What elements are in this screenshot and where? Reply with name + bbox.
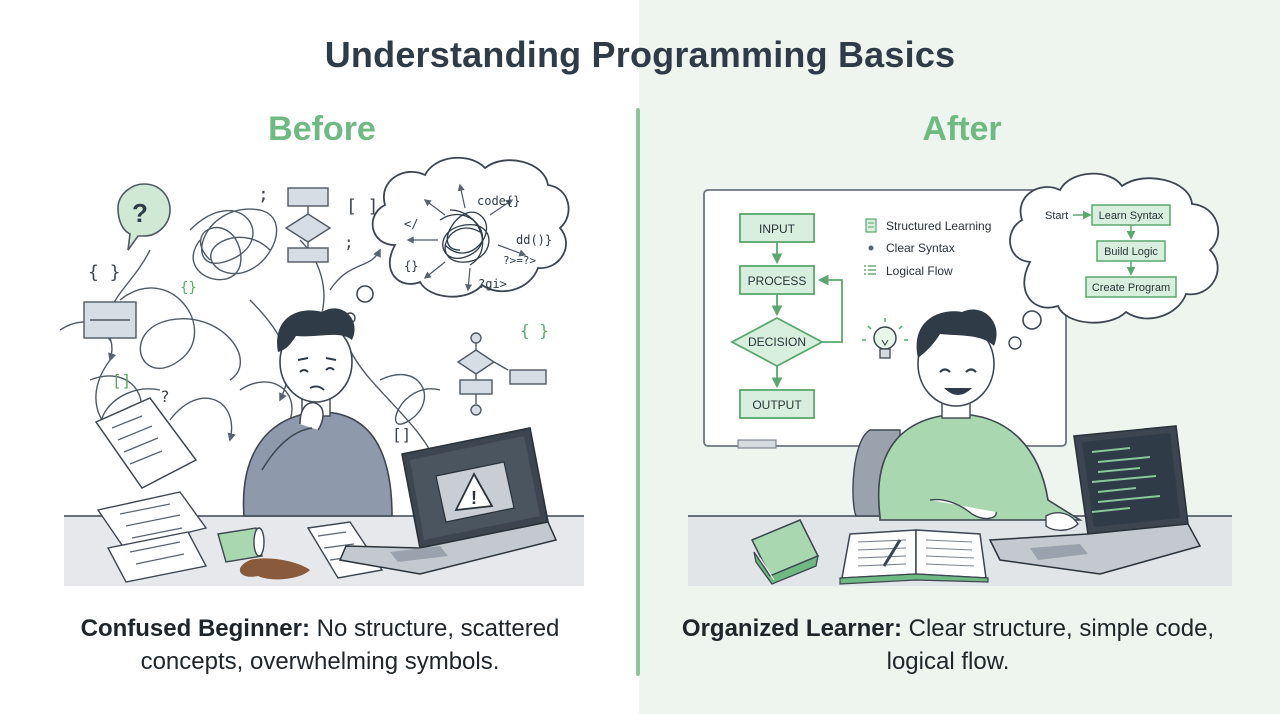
scatter-token: ? (160, 387, 170, 406)
thought-token: {} (404, 259, 418, 273)
scatter-token: [ ] (346, 196, 379, 217)
flowchart-fragment-top (284, 187, 332, 263)
scatter-token: [] (392, 425, 411, 444)
thought-token: ?>=?> (503, 254, 536, 267)
pencil-icon (882, 539, 902, 567)
after-illustration: INPUT PROCESS DECISION OUTPUT Structured… (688, 172, 1232, 586)
flow-input-label: INPUT (759, 222, 796, 236)
scattered-symbols: { } [ ] ; {} [] ? ; { } [] (88, 184, 549, 444)
legend-structured-learning: Structured Learning (886, 219, 991, 233)
thought-token: code{} (477, 194, 520, 208)
scatter-token: ; (258, 184, 269, 205)
scatter-token: { } (520, 321, 549, 340)
happy-person (877, 309, 1083, 531)
legend-clear-syntax: Clear Syntax (886, 241, 955, 255)
thought-step-create-program: Create Program (1092, 282, 1170, 294)
scatter-token: ; (344, 233, 354, 252)
thought-step-learn-syntax: Learn Syntax (1099, 210, 1164, 222)
before-caption-bold: Confused Beginner: (80, 615, 310, 642)
before-illustration: ? { } [ ] ; {} [] ? ; { } [] (59, 156, 584, 586)
confused-person (242, 308, 393, 517)
lightbulb-icon (862, 318, 908, 359)
after-heading: After (922, 110, 1002, 148)
whiteboard-legend: Structured Learning Clear Syntax Logical… (864, 218, 991, 278)
flow-output-box (739, 389, 815, 419)
after-caption-bold: Organized Learner: (681, 615, 902, 642)
flow-process-label: PROCESS (748, 274, 807, 288)
svg-text:?: ? (132, 198, 148, 228)
after-caption-text: Clear structure, simple code, logical fl… (886, 615, 1215, 675)
confused-thought-cloud: code{} </ dd()} ?>=?> ?gi> {} (344, 156, 570, 324)
laptop-warning: ! (338, 427, 558, 575)
after-caption: Organized Learner: Clear structure, simp… (668, 612, 1228, 678)
thought-token: </ (404, 217, 418, 231)
list-icon (864, 265, 876, 275)
open-notebook (839, 529, 989, 585)
thought-token: ?gi> (478, 277, 507, 291)
thought-step-box (1085, 276, 1177, 298)
flowchart-fragment-right (456, 332, 547, 416)
laptop-code (988, 425, 1202, 575)
document-icon (865, 218, 877, 233)
before-caption-text: No structure, scattered concepts, overwh… (140, 615, 560, 675)
svg-text:!: ! (471, 488, 477, 508)
bullet-icon (868, 245, 874, 251)
flowchart-fragment-left (83, 301, 137, 339)
stacked-books (750, 519, 820, 585)
organized-thought-cloud: Start Learn Syntax Build Logic Create Pr… (1008, 172, 1220, 350)
flow-output-label: OUTPUT (752, 398, 802, 412)
scatter-token: [] (112, 371, 131, 390)
page-title: Understanding Programming Basics (324, 34, 956, 75)
legend-logical-flow: Logical Flow (886, 264, 953, 278)
spilled-mug-icon (217, 527, 310, 580)
crumpled-paper-icon (94, 397, 198, 489)
before-heading: Before (268, 110, 376, 148)
question-bubble-icon: ? (117, 183, 171, 251)
scatter-token: {} (180, 280, 197, 296)
flow-decision-label: DECISION (748, 335, 806, 349)
warning-icon: ! (454, 472, 494, 512)
panel-divider (636, 108, 640, 676)
before-caption: Confused Beginner: No structure, scatter… (40, 612, 600, 678)
structured-flowchart: INPUT PROCESS DECISION OUTPUT (730, 213, 843, 419)
thought-start-label: Start (1045, 210, 1068, 222)
flow-input-box (739, 213, 815, 243)
scatter-token: { } (88, 262, 121, 283)
thought-step-build-logic: Build Logic (1104, 246, 1158, 258)
thought-token: dd()} (516, 233, 552, 247)
